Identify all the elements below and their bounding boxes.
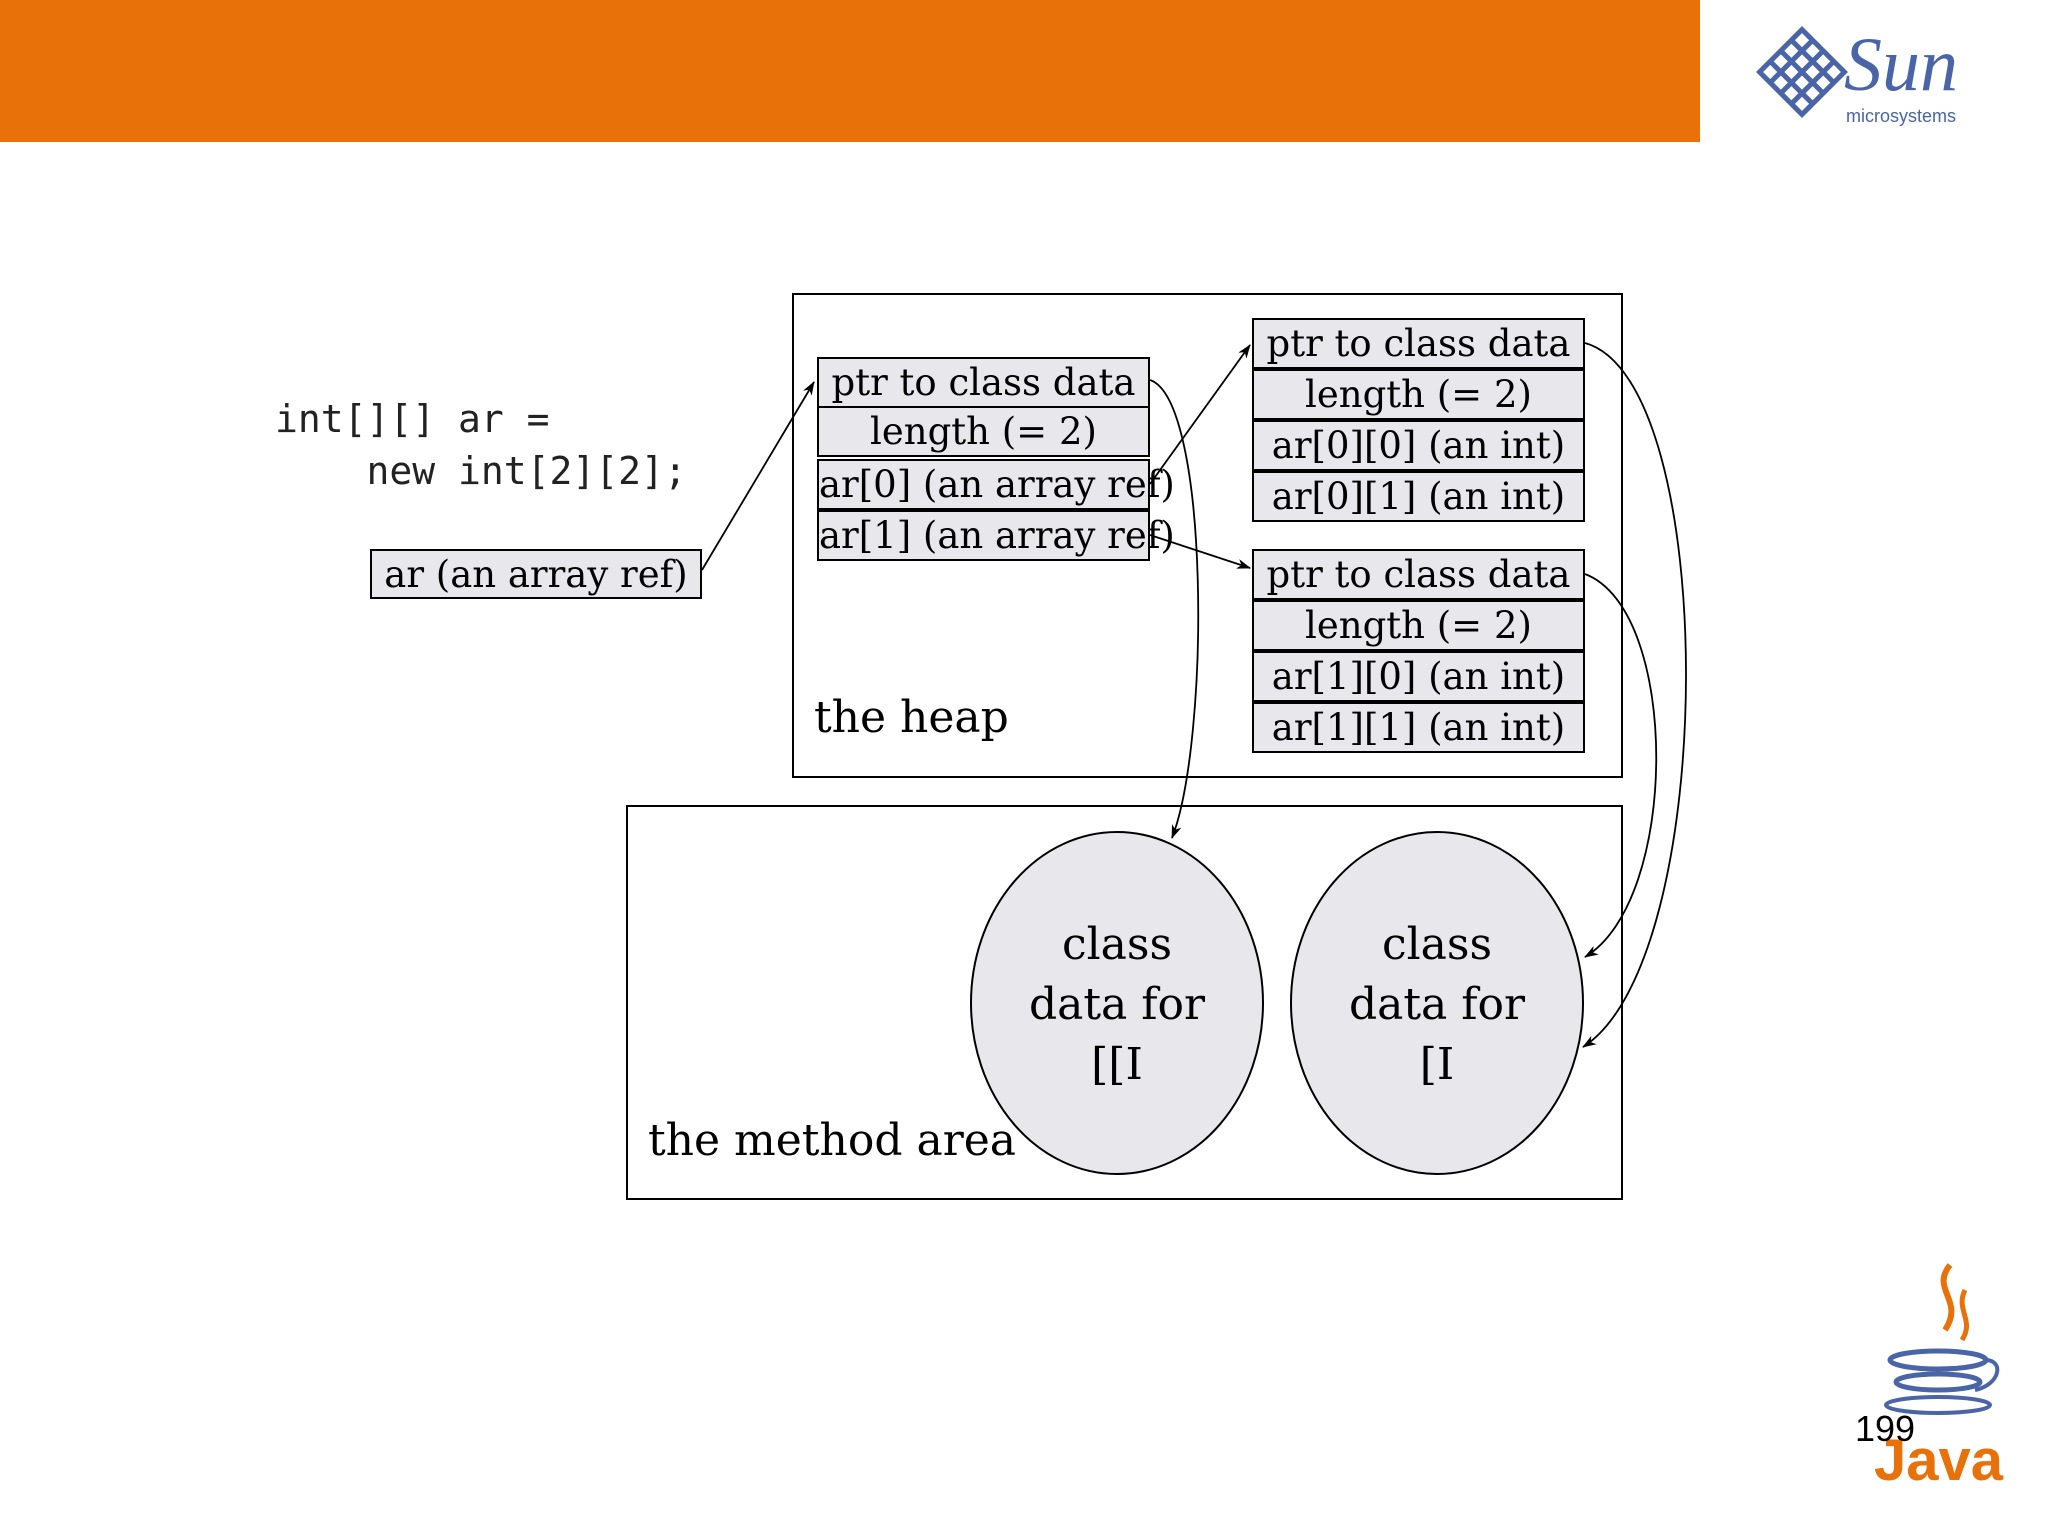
arrow-ar0-to-inner0 <box>1149 344 1251 485</box>
sun-logo: Sun microsystems <box>1752 22 1992 132</box>
arrow-outer-ptr-to-class-2d <box>1149 379 1200 839</box>
heap-label: the heap <box>814 692 1009 743</box>
class-data-1d-line1: class <box>1381 919 1493 970</box>
outer-length-cell: length (= 2) <box>817 406 1150 457</box>
class-data-2d-line1: class <box>1061 919 1173 970</box>
inner0-ar01-cell: ar[0][1] (an int) <box>1252 471 1585 522</box>
arrow-ar1-to-inner1 <box>1149 534 1251 569</box>
method-area-label: the method area <box>648 1115 1017 1166</box>
code-line-1: int[][] ar = <box>275 397 550 441</box>
header-band <box>0 0 1700 142</box>
header-band-curve <box>1600 0 1700 142</box>
sun-subtitle: microsystems <box>1846 106 1956 126</box>
arrow-inner0-ptr-to-class-1d <box>1582 342 1687 1048</box>
outer-ar1-cell: ar[1] (an array ref) <box>817 510 1175 561</box>
class-data-2d: class data for [[I <box>1017 915 1217 1095</box>
class-data-1d: class data for [I <box>1337 915 1537 1095</box>
sun-diamond-icon: Sun microsystems <box>1756 23 1958 126</box>
java-cup-icon <box>1884 1263 2000 1415</box>
sun-wordmark: Sun <box>1844 23 1958 107</box>
inner1-ar10-cell: ar[1][0] (an int) <box>1252 651 1585 702</box>
inner0-length-cell: length (= 2) <box>1252 369 1585 420</box>
code-snippet: int[][] ar = new int[2][2]; <box>275 393 687 497</box>
ar-ref-box: ar (an array ref) <box>370 549 702 599</box>
class-data-1d-line3: [I <box>1419 1039 1455 1090</box>
class-data-1d-line2: data for <box>1348 979 1526 1030</box>
class-data-2d-line2: data for <box>1028 979 1206 1030</box>
arrow-inner1-ptr-to-class-1d <box>1584 573 1658 958</box>
inner1-ar11-cell: ar[1][1] (an int) <box>1252 702 1585 753</box>
inner1-length-cell: length (= 2) <box>1252 600 1585 651</box>
page-number: 199 <box>1855 1408 1916 1449</box>
inner0-ar00-cell: ar[0][0] (an int) <box>1252 420 1585 471</box>
class-data-2d-ellipse <box>970 831 1264 1175</box>
heap-region <box>792 293 1623 778</box>
inner1-ptr-cell: ptr to class data <box>1252 549 1585 600</box>
code-line-2: new int[2][2]; <box>275 449 687 493</box>
class-data-2d-line3: [[I <box>1091 1039 1143 1090</box>
inner0-ptr-cell: ptr to class data <box>1252 318 1585 369</box>
java-wordmark: Java <box>1874 1428 2004 1493</box>
arrow-ar-to-outer <box>701 381 815 571</box>
class-data-1d-ellipse <box>1290 831 1584 1175</box>
outer-ar0-cell: ar[0] (an array ref) <box>817 459 1175 510</box>
